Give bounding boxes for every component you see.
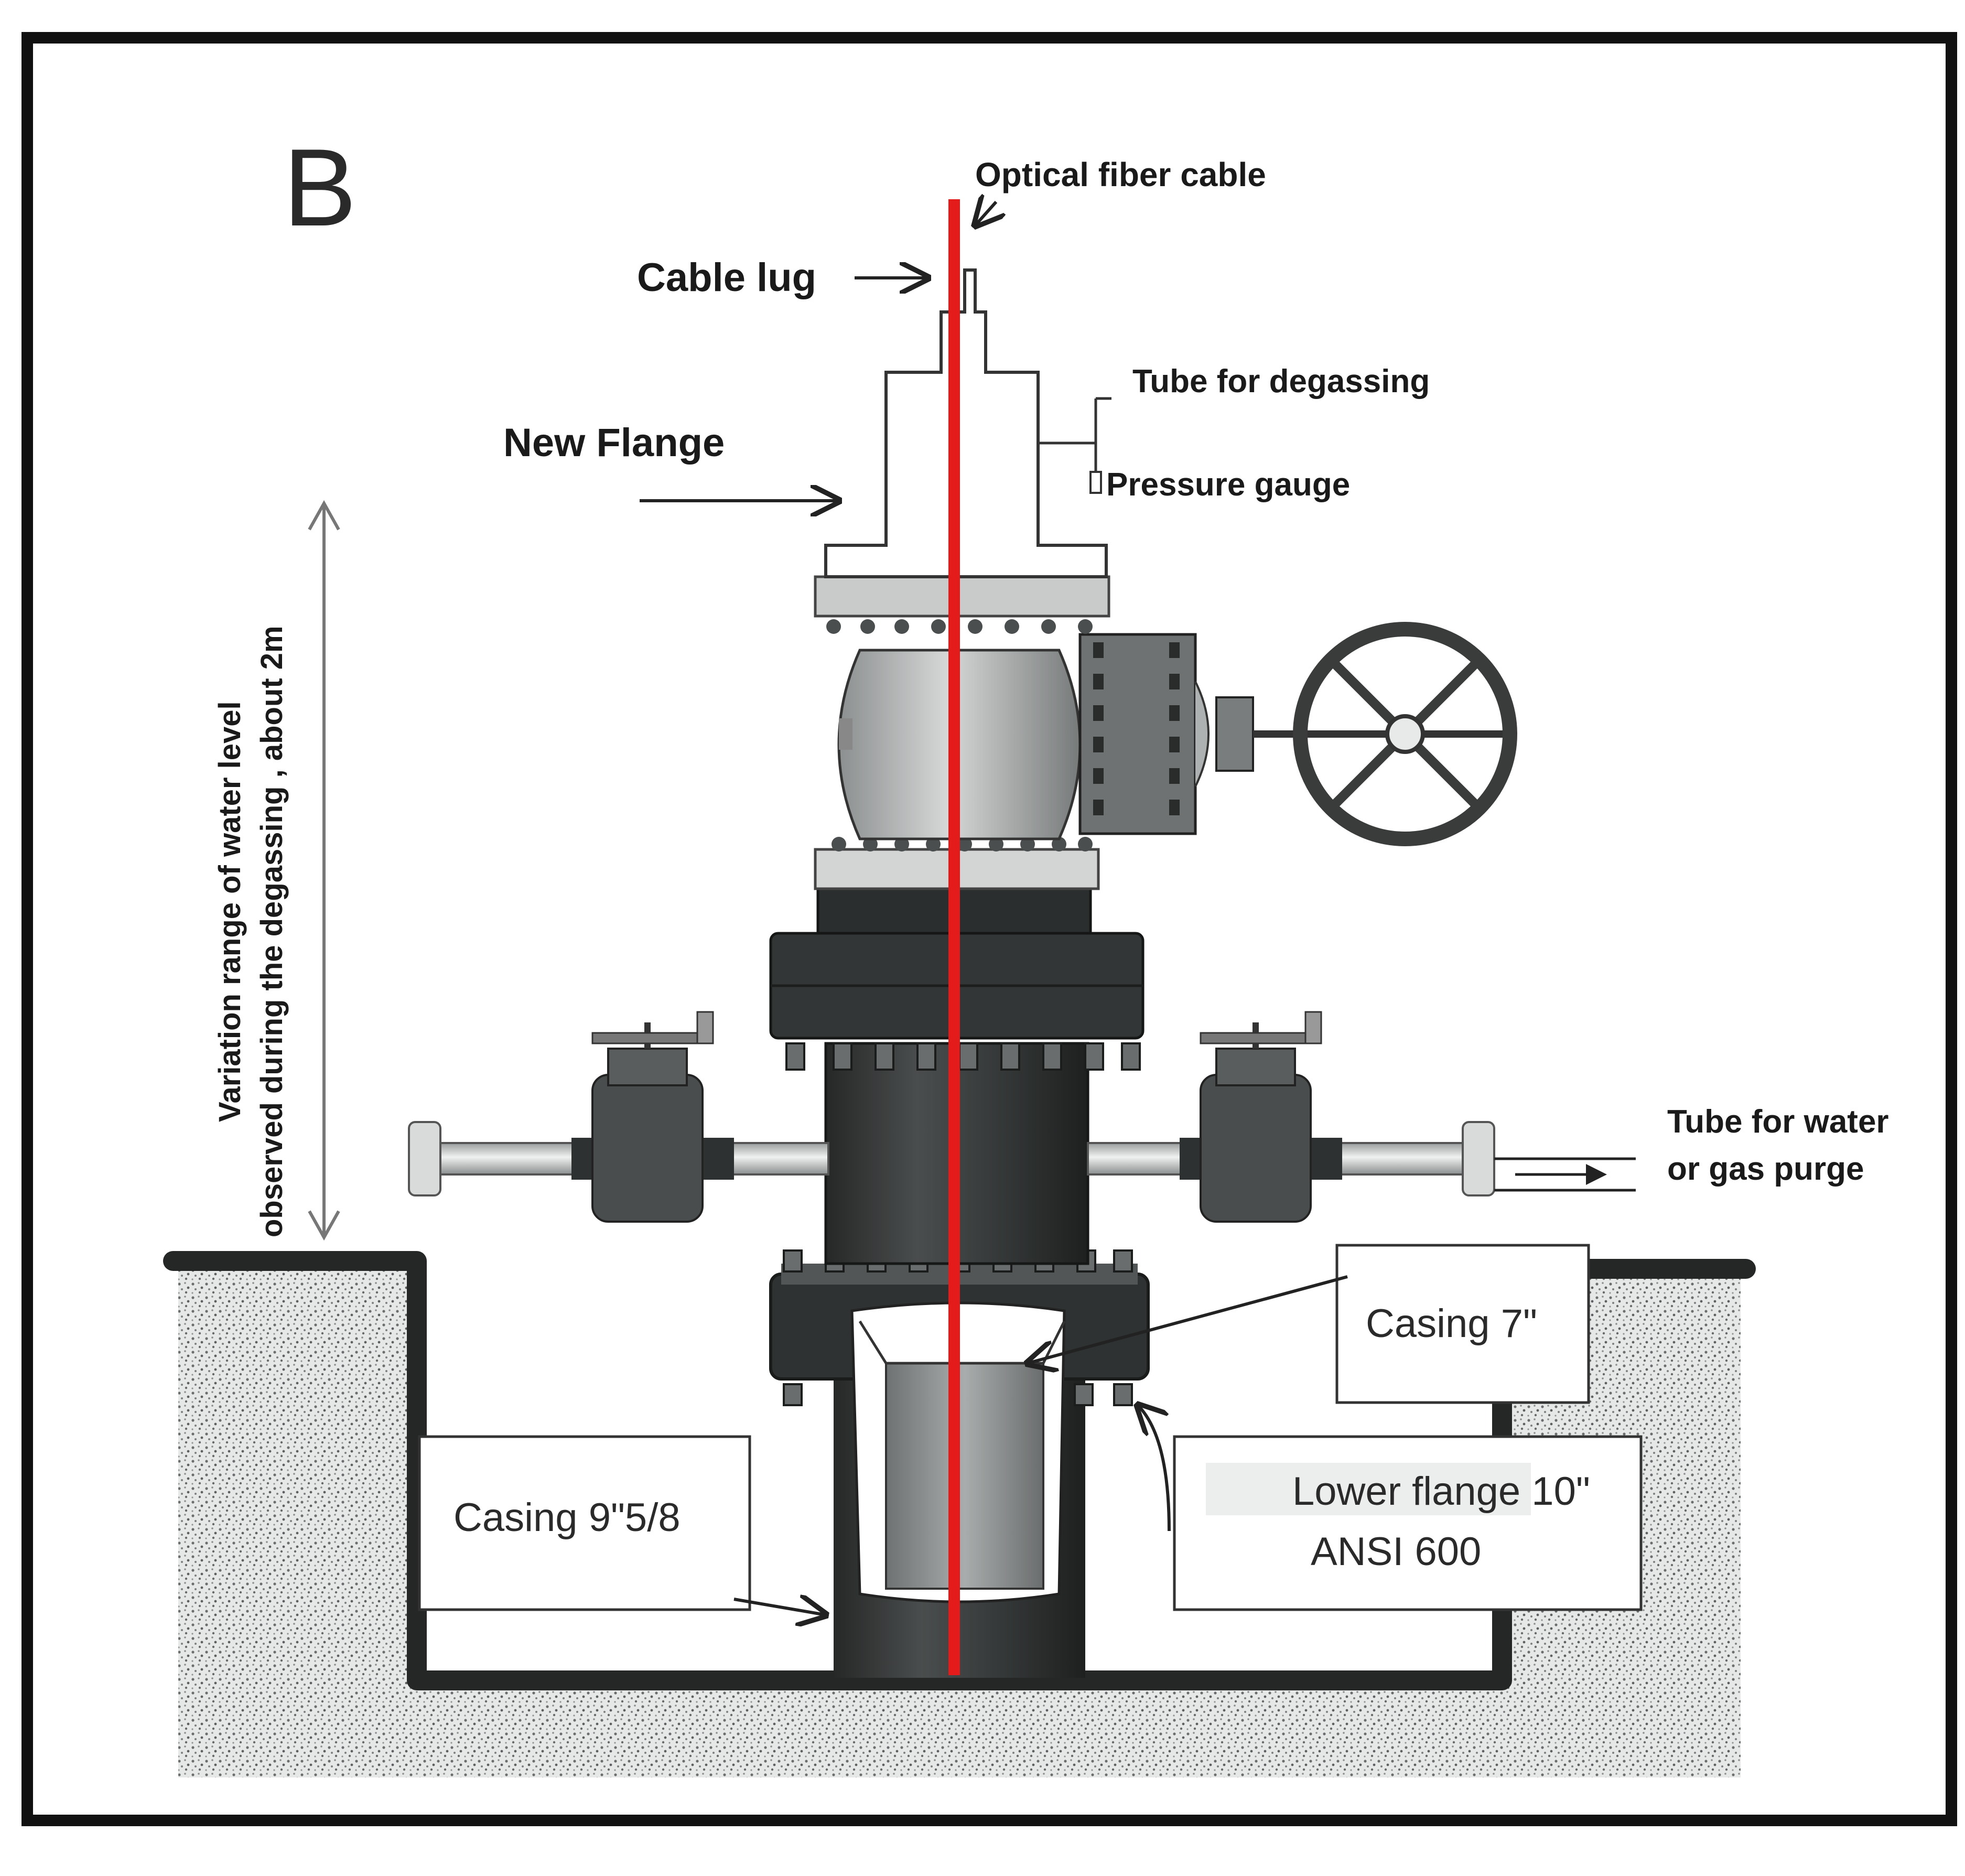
casing-9-5-8-label: Casing 9"5/8 [454,1495,681,1540]
panel-letter: B [283,126,357,249]
casing-9-5-8-label-box [418,1435,751,1611]
water-level-label-line2: observed during the degassing , about 2m [255,626,289,1237]
leader-arrows [640,202,1348,1615]
optical-fiber-cable-label: Optical fiber cable [975,156,1266,193]
lower-flange-label-highlight [1206,1463,1531,1515]
new-flange-label: New Flange [503,421,725,465]
top-bolted-flange [814,575,1110,634]
tube-purge-label-line2: or gas purge [1667,1151,1864,1187]
casing-7-label-box [1335,1244,1590,1404]
handwheel-icon [1293,622,1517,846]
lower-flange-label-line2: ANSI 600 [1311,1529,1481,1574]
lower-flange-label-box [1173,1435,1643,1611]
side-purge-lines [408,1011,1636,1223]
water-level-range-arrow [308,500,340,1241]
new-flange [824,268,1111,578]
casing-7-label: Casing 7" [1366,1301,1537,1346]
pressure-gauge-label: Pressure gauge [1106,467,1350,503]
water-level-label-line1: Variation range of water level [213,701,247,1122]
tube-purge-label-line1: Tube for water [1667,1104,1889,1140]
tube-for-degassing-label: Tube for degassing [1132,363,1430,400]
lower-flange-label-line1: Lower flange 10" [1292,1469,1590,1514]
cable-lug-label: Cable lug [637,255,816,300]
